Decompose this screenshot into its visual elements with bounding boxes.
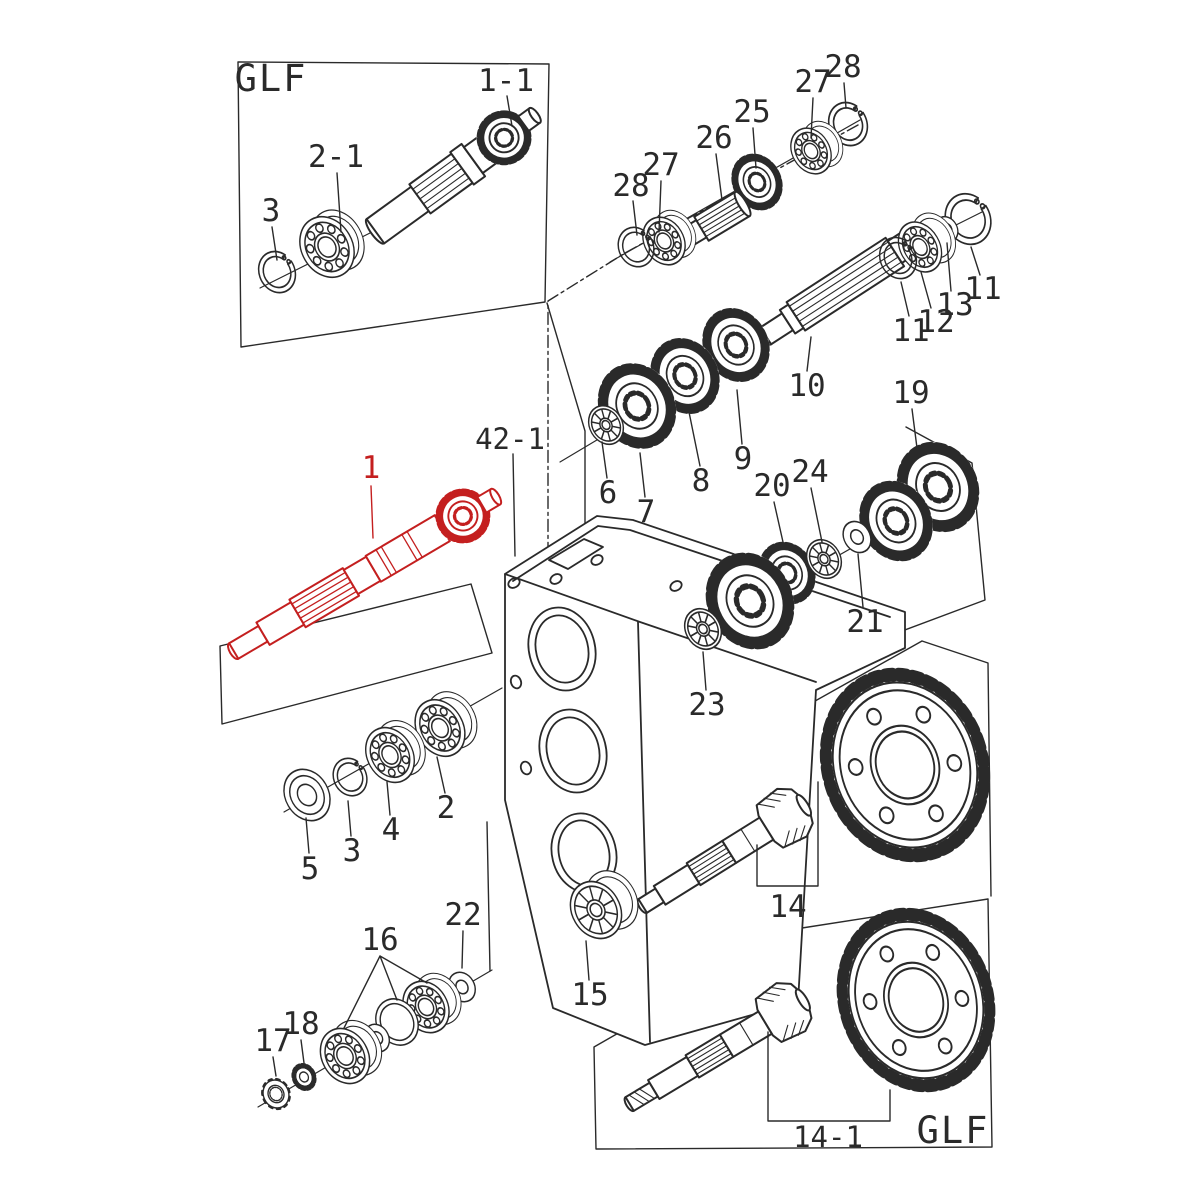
label-9: 9 [734, 441, 753, 477]
label-25: 25 [733, 94, 770, 130]
label-14: 14 [769, 889, 806, 925]
part-labels: GLF 1-1 2-1 3 28 27 26 25 27 28 10 11 12… [235, 49, 1002, 1154]
label-17: 17 [254, 1023, 291, 1059]
label-7: 7 [637, 494, 656, 530]
label-16: 16 [361, 922, 398, 958]
label-11-outer: 11 [964, 271, 1001, 307]
label-1-1: 1-1 [478, 63, 534, 99]
label-28-left: 28 [612, 168, 649, 204]
label-27-left: 27 [642, 147, 679, 183]
lock-nut-17 [256, 1073, 296, 1115]
label-42-1: 42-1 [475, 422, 545, 456]
label-28-right: 28 [824, 49, 861, 85]
label-5: 5 [301, 851, 320, 887]
bearing-2-1 [288, 206, 366, 288]
assembly-final-drive-14-1 [623, 886, 1019, 1129]
label-4: 4 [382, 812, 401, 848]
assembly-top-left [251, 91, 554, 300]
input-shaft-1-1 [364, 91, 554, 245]
assembly-mainshaft [758, 185, 1000, 346]
glf-label-bottom: GLF [917, 1109, 990, 1152]
glf-label-top: GLF [235, 57, 308, 100]
axis-line-output [486, 821, 491, 972]
assembly-gear-train [582, 296, 783, 463]
label-19: 19 [892, 375, 929, 411]
label-18: 18 [282, 1006, 319, 1042]
label-11-inner: 11 [892, 313, 929, 349]
label-3-top: 3 [262, 193, 281, 229]
label-2: 2 [437, 790, 456, 826]
part-1-output-shaft-highlighted [227, 471, 512, 661]
pinion-shaft-14 [636, 787, 814, 914]
label-20: 20 [753, 468, 790, 504]
panel-part-1 [219, 583, 493, 725]
label-14-1: 14-1 [793, 1120, 863, 1154]
label-6: 6 [599, 475, 618, 511]
leader-lines [271, 82, 981, 1122]
snap-ring-3-top [251, 244, 303, 300]
label-23: 23 [688, 687, 725, 723]
star-washer-18 [290, 1062, 319, 1093]
label-8: 8 [692, 463, 711, 499]
label-2-1: 2-1 [308, 139, 364, 175]
label-13: 13 [936, 287, 973, 323]
label-26: 26 [695, 120, 732, 156]
seal-5 [274, 760, 340, 830]
glf-box-top-left [237, 61, 550, 348]
label-15: 15 [571, 977, 608, 1013]
label-1-highlighted: 1 [362, 450, 381, 486]
assembly-countershaft-front [611, 95, 876, 274]
assembly-insert-lines [546, 302, 586, 524]
label-24: 24 [791, 454, 828, 490]
assembly-final-drive-14 [559, 645, 1016, 949]
snap-ring-3-bottom [326, 751, 374, 803]
label-3-bottom: 3 [343, 833, 362, 869]
housing-bolt-holes [507, 554, 683, 776]
label-21: 21 [846, 604, 883, 640]
pinion-shaft-14-1 [623, 982, 813, 1113]
label-22: 22 [444, 897, 481, 933]
label-27-right: 27 [794, 64, 831, 100]
label-10: 10 [788, 368, 825, 404]
label-12: 12 [917, 304, 954, 340]
